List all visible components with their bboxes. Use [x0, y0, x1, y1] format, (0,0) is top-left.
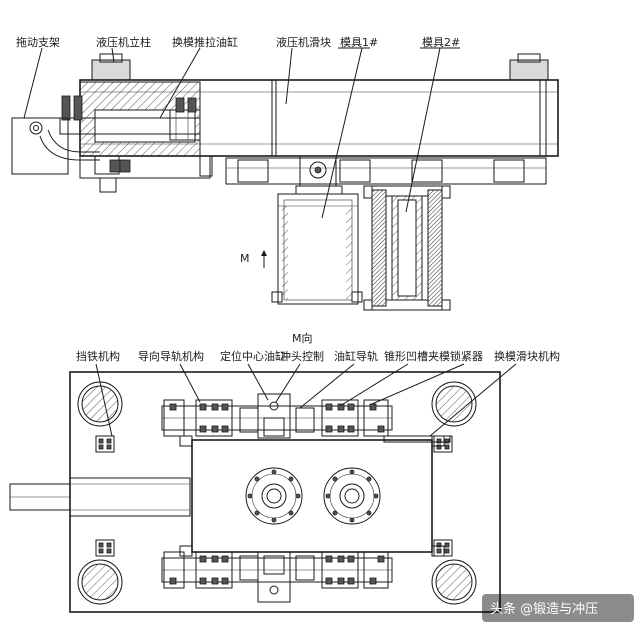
corner-column-bl — [77, 559, 123, 605]
label-die-change-slider: 换模滑块机构 — [494, 349, 560, 363]
label-drag-bracket: 拖动支架 — [16, 35, 60, 49]
bolt-block-left-top — [95, 435, 115, 453]
watermark-text: 头条 @锻造与冲压 — [490, 601, 598, 617]
label-punch-control: 冲头控制 — [280, 349, 324, 363]
right-column-top — [509, 59, 549, 81]
bottom-centering-block — [257, 551, 291, 603]
label-centering-cylinder: 定位中心油缸 — [220, 349, 286, 363]
corner-column-tl — [77, 381, 123, 427]
drag-bracket — [11, 117, 69, 175]
view-marker-m: M — [240, 252, 250, 265]
left-column-top — [91, 59, 131, 81]
die-flange-1 — [245, 467, 303, 525]
label-die-1: 模具1# — [340, 36, 378, 49]
m-view — [9, 363, 517, 613]
label-die-2: 模具2# — [422, 36, 460, 49]
label-die-clamp: 夹模锁紧器 — [428, 349, 483, 363]
bolt-block-right-top — [433, 435, 453, 453]
die-1 — [277, 193, 359, 305]
bottom-clamp-block-1 — [195, 551, 233, 589]
bolt-block-left-bottom — [95, 539, 115, 557]
bolster-plate — [191, 439, 433, 553]
label-guide-rail-mechanism: 导向导轨机构 — [138, 349, 204, 363]
top-clamp-block-1 — [195, 399, 233, 437]
label-press-slider: 液压机滑块 — [276, 35, 331, 49]
label-press-column: 液压机立柱 — [96, 35, 151, 49]
bolt-block-right-bottom — [433, 539, 453, 557]
label-cylinder-rail: 油缸导轨 — [334, 349, 378, 363]
top-view: M — [11, 47, 559, 311]
slide-rail — [225, 157, 547, 185]
label-wedge-groove: 锥形凹槽 — [384, 350, 428, 363]
m-view-title: M向 — [292, 331, 313, 345]
label-push-pull-cylinder: 换模推拉油缸 — [172, 35, 238, 49]
corner-column-tr — [431, 381, 477, 427]
centering-cylinder-block — [257, 393, 291, 439]
bottom-clamp-block-2 — [321, 551, 359, 589]
label-stopper-mechanism: 挡铁机构 — [76, 349, 120, 363]
corner-column-br — [431, 559, 477, 605]
die-flange-2 — [323, 467, 381, 525]
top-clamp-block-2 — [321, 399, 359, 437]
watermark: 头条 @锻造与冲压 — [482, 594, 634, 622]
